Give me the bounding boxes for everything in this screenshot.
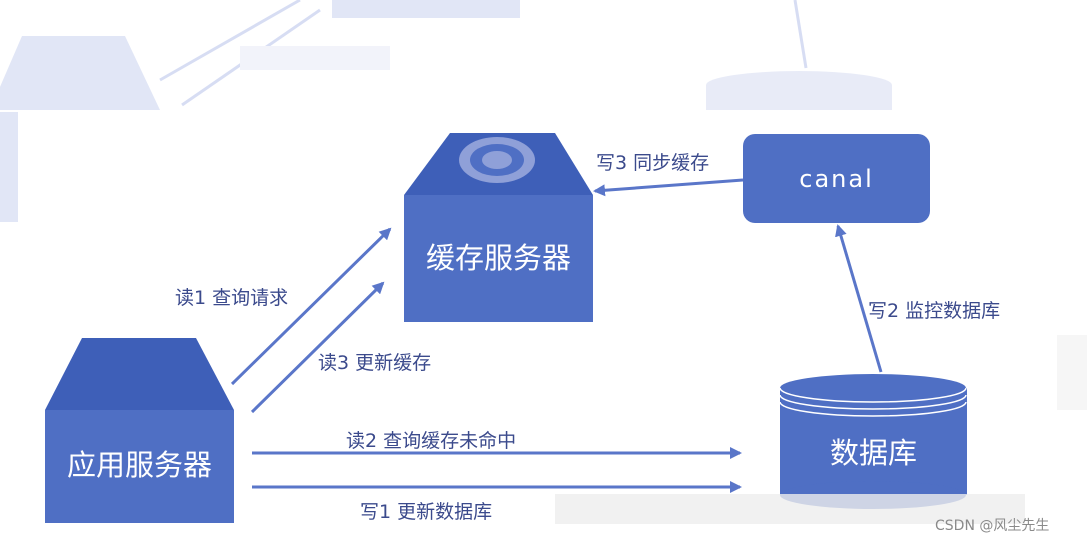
write1-label: 写1 更新数据库 xyxy=(360,501,493,523)
faded-background-diagram xyxy=(0,0,892,222)
app-server-label: 应用服务器 xyxy=(66,448,212,482)
read2-label: 读2 查询缓存未命中 xyxy=(346,430,517,452)
read3-label: 读3 更新缓存 xyxy=(318,352,432,374)
cache-server-label: 缓存服务器 xyxy=(425,241,571,275)
read1-label: 读1 查询请求 xyxy=(175,287,289,309)
blur-overlay xyxy=(555,494,1025,524)
arrow-write2 xyxy=(835,224,883,373)
write3-label: 写3 同步缓存 xyxy=(596,152,710,174)
canal-node xyxy=(743,134,930,223)
database-label: 数据库 xyxy=(829,436,917,470)
csdn-watermark: CSDN @风尘先生 xyxy=(935,518,1050,534)
app-server-node xyxy=(45,338,234,523)
arrow-read1 xyxy=(230,227,392,386)
canal-label: canal xyxy=(799,165,874,193)
arrow-write3 xyxy=(593,178,744,197)
write2-label: 写2 监控数据库 xyxy=(868,300,1001,322)
arrow-read3 xyxy=(250,281,385,414)
cache-server-node xyxy=(404,133,593,322)
